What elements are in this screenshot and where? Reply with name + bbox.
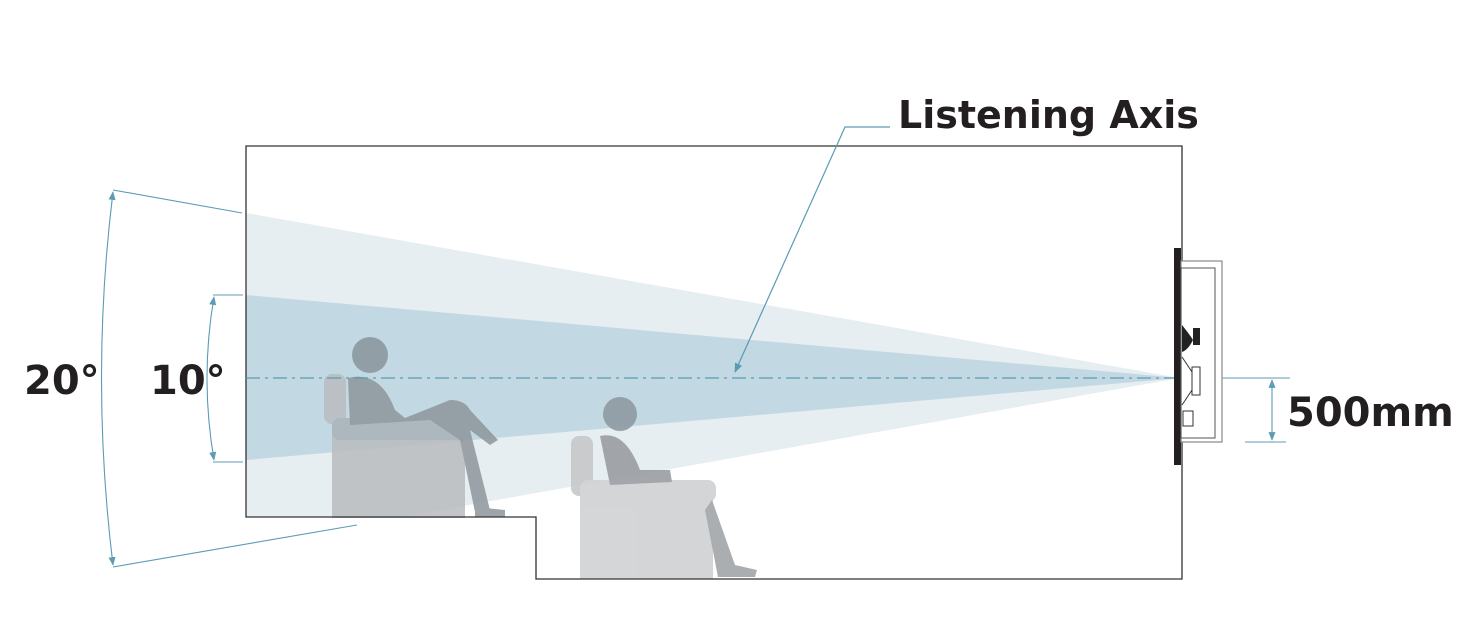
rear-person-head (352, 337, 388, 373)
front-chair-arm (580, 480, 716, 502)
listening-axis-leader (734, 126, 890, 373)
height-500mm-label: 500mm (1287, 390, 1454, 436)
speaker-icon (1174, 248, 1223, 465)
angle-10-marker (206, 294, 243, 463)
front-armchair (580, 495, 713, 579)
rear-person-body (348, 376, 498, 512)
room-outline (245, 145, 1183, 580)
listening-axis-label: Listening Axis (898, 93, 1199, 137)
rear-person-foot (475, 507, 505, 517)
rear-chair-back (324, 374, 346, 424)
rear-seat-with-person (324, 337, 505, 518)
height-500mm-marker (1245, 379, 1286, 443)
front-person-head (603, 397, 637, 431)
front-person-body (600, 435, 672, 485)
angle-20-marker (100, 189, 358, 568)
angle-20-label: 20° (24, 358, 100, 404)
front-person-legs (705, 500, 757, 577)
angle-10-label: 10° (150, 358, 226, 404)
front-seat-with-person (571, 397, 757, 579)
